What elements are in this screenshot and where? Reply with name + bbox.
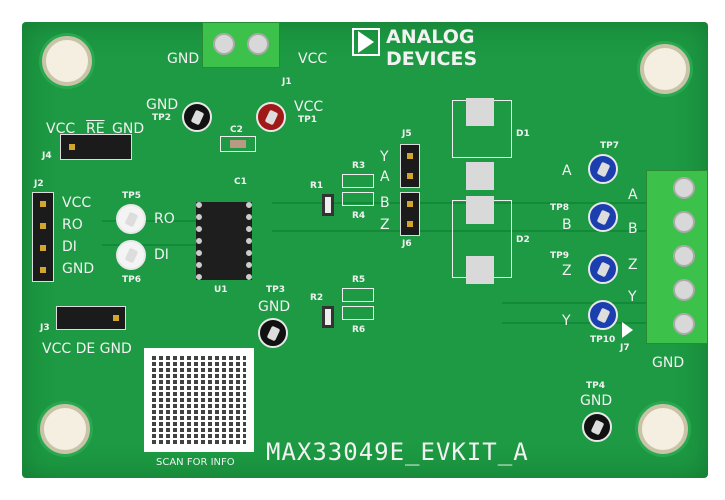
ic-u1 xyxy=(196,202,252,280)
test-point-tp2[interactable] xyxy=(182,102,212,132)
j7-gnd-label: GND xyxy=(652,355,685,371)
d1-ref: D1 xyxy=(516,129,530,139)
j2-pin-label: GND xyxy=(62,261,95,277)
c1-ref: C1 xyxy=(234,177,247,187)
test-point-tp7[interactable] xyxy=(588,154,618,184)
mounting-hole xyxy=(40,404,90,454)
j1-gnd-label: GND xyxy=(167,51,200,67)
jumper-j4[interactable] xyxy=(60,134,132,160)
r6-ref: R6 xyxy=(352,325,366,335)
c2-ref: C2 xyxy=(230,125,243,135)
j2-pin-label: DI xyxy=(62,239,77,255)
j7-pin-label: Y xyxy=(628,289,637,305)
board-name: MAX33049E_EVKIT_A xyxy=(266,438,529,466)
tp2-label: GND xyxy=(146,97,179,113)
tp10-ref: TP10 xyxy=(590,335,616,345)
qr-caption: SCAN FOR INFO xyxy=(156,457,235,468)
j3-ref: J3 xyxy=(40,323,50,333)
resistor-r3 xyxy=(342,174,374,188)
header-j5[interactable] xyxy=(400,144,420,188)
test-point-tp6[interactable] xyxy=(116,240,146,270)
tp10-label: Y xyxy=(562,313,571,329)
tp4-label: GND xyxy=(580,393,613,409)
resistor-r4 xyxy=(342,192,374,206)
j1-power-terminal[interactable] xyxy=(202,22,280,68)
r5-ref: R5 xyxy=(352,275,366,285)
tp4-ref: TP4 xyxy=(586,381,605,391)
tp2-ref: TP2 xyxy=(152,113,171,123)
analog-devices-logo-icon xyxy=(352,28,380,56)
j4-gnd-label: GND xyxy=(112,121,145,137)
pcb-board: GND VCC J1 ANALOG DEVICES GND TP2 VCC TP… xyxy=(22,22,708,478)
r3-ref: R3 xyxy=(352,161,366,171)
test-point-tp4[interactable] xyxy=(582,412,612,442)
j4-re-label: RE xyxy=(86,121,105,137)
j1-vcc-label: VCC xyxy=(298,51,328,67)
d2-ref: D2 xyxy=(516,235,530,245)
j6-b-label: B xyxy=(380,195,390,211)
j5-y-label: Y xyxy=(380,149,389,165)
mounting-hole xyxy=(42,36,92,86)
mounting-hole xyxy=(638,404,688,454)
j7-pin-label: A xyxy=(628,187,638,203)
j1-ref: J1 xyxy=(282,77,292,87)
r1-ref: R1 xyxy=(310,181,324,191)
tp9-label: Z xyxy=(562,263,572,279)
j4-vcc-label: VCC xyxy=(46,121,76,137)
resistor-r2 xyxy=(322,306,334,328)
j6-ref: J6 xyxy=(402,239,412,249)
test-point-tp5[interactable] xyxy=(116,204,146,234)
j7-ref: J7 xyxy=(620,343,630,353)
tp9-ref: TP9 xyxy=(550,251,569,261)
tp5-ref: TP5 xyxy=(122,191,141,201)
j2-pin-label: RO xyxy=(62,217,83,233)
test-point-tp3[interactable] xyxy=(258,318,288,348)
test-point-tp8[interactable] xyxy=(588,202,618,232)
header-j6[interactable] xyxy=(400,192,420,236)
header-j2[interactable] xyxy=(32,192,54,282)
j5-ref: J5 xyxy=(402,129,412,139)
j7-output-terminal[interactable] xyxy=(646,170,708,344)
tp1-ref: TP1 xyxy=(298,115,317,125)
tp6-label: DI xyxy=(154,247,169,263)
j7-pin-label: B xyxy=(628,221,638,237)
tp8-ref: TP8 xyxy=(550,203,569,213)
j6-z-label: Z xyxy=(380,217,390,233)
qr-code[interactable] xyxy=(144,348,254,452)
tp8-label: B xyxy=(562,217,572,233)
jumper-j3[interactable] xyxy=(56,306,126,330)
mounting-hole xyxy=(640,44,690,94)
r4-ref: R4 xyxy=(352,211,366,221)
test-point-tp1[interactable] xyxy=(256,102,286,132)
j7-pin-label: Z xyxy=(628,257,638,273)
j2-pin-label: VCC xyxy=(62,195,92,211)
j3-label: VCC DE GND xyxy=(42,341,132,357)
tp3-ref: TP3 xyxy=(266,285,285,295)
logo-line1: ANALOG xyxy=(386,26,475,48)
tp7-label: A xyxy=(562,163,572,179)
j2-ref: J2 xyxy=(34,179,44,189)
tp5-label: RO xyxy=(154,211,175,227)
logo-line2: DEVICES xyxy=(386,48,478,70)
resistor-r6 xyxy=(342,306,374,320)
resistor-r5 xyxy=(342,288,374,302)
test-point-tp10[interactable] xyxy=(588,300,618,330)
tp3-label: GND xyxy=(258,299,291,315)
j4-ref: J4 xyxy=(42,151,52,161)
j5-a-label: A xyxy=(380,169,390,185)
tp6-ref: TP6 xyxy=(122,275,141,285)
tp7-ref: TP7 xyxy=(600,141,619,151)
pin1-marker-icon xyxy=(622,322,633,338)
resistor-r1 xyxy=(322,194,334,216)
u1-ref: U1 xyxy=(214,285,228,295)
test-point-tp9[interactable] xyxy=(588,254,618,284)
capacitor-c2 xyxy=(220,136,256,152)
r2-ref: R2 xyxy=(310,293,324,303)
tp1-label: VCC xyxy=(294,99,324,115)
